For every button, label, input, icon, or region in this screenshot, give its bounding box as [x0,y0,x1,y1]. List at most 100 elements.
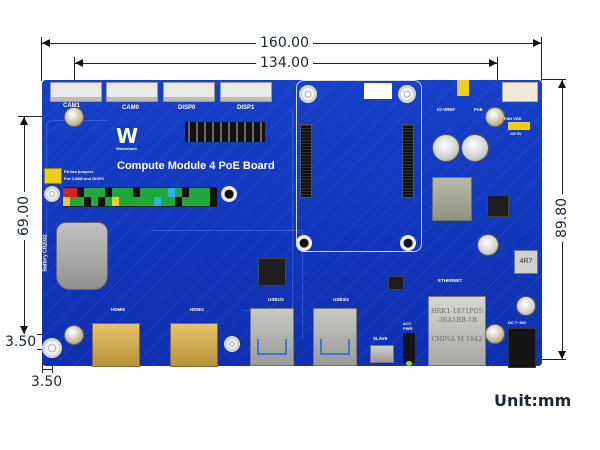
rj45-marking: -36A1BB-1R [436,316,478,324]
battery-holder [56,222,108,290]
poe-label: PoE [474,107,483,112]
pcb-trace [152,230,303,341]
usb12-label: USB1/2 [268,297,284,302]
gpio-pin [77,188,84,197]
gpio-pin [154,188,161,197]
usb34-port [313,308,357,366]
unit-label: Unit:mm [494,391,572,410]
mounting-screw [485,324,505,344]
cam0-connector [106,82,158,102]
gpio-pin [126,188,133,197]
gpio-pin [182,197,189,206]
slave-usb-port [370,345,394,363]
extension-line [26,349,50,350]
arrow-down-icon [558,351,566,359]
io-vref-label: IO-VREF [437,107,456,112]
dc-power-jack [508,328,536,368]
capacitor [461,134,489,162]
extension-line [541,37,542,81]
gpio-header [63,187,217,207]
extension-line [530,359,566,360]
dc-in-label: DC 7~36V [508,320,527,325]
gpio-pin [98,188,105,197]
arrow-right-icon [489,59,497,67]
gpio-pin [91,197,98,206]
hdmi0-port [92,323,140,367]
disp0-label: DISP0 [178,105,196,111]
jumper-note-1: Fit two jumpers [64,169,94,174]
fan-connector [502,82,538,102]
cm4-connector-b [402,124,414,198]
rj45-marking: CHINA M 1842 [431,335,483,343]
cam1-connector [50,82,102,102]
gpio-pin [112,197,119,206]
ethernet-label: ETHERNET [438,278,463,283]
gpio-pin [105,188,112,197]
inductor: 4R7 [514,250,538,274]
disp1-connector [220,82,272,102]
poe-transformer [432,177,472,221]
gpio-pin [112,188,119,197]
fan-vdd-jumper [508,122,530,130]
usb-hub-ic [258,258,286,286]
act-pwr-led [403,333,415,363]
gpio-pin [119,188,126,197]
waveshare-logo-icon: W [116,124,139,148]
hdmi0-label: HDMI0 [111,307,126,312]
cam1-label: CAM1 [63,103,81,109]
gpio-pin [119,197,126,206]
led-indicator [406,361,412,366]
gpio-pin [196,188,203,197]
gpio-pin [175,197,182,206]
gpio-pin [105,197,112,206]
gpio-pin [161,188,168,197]
fan-options-label: 12V 5V [510,132,522,136]
gpio-pin [161,197,168,206]
pin-header [185,122,265,142]
slave-label: SLAVE [373,336,388,341]
battery-label: Battery CR2032 [42,234,49,272]
jumper-block [44,168,62,184]
arrow-left-icon [75,59,83,67]
gpio-pin [203,188,210,197]
capacitor [516,296,536,316]
dimension-label-89-80: 89.80 [554,193,571,243]
gpio-pin [147,188,154,197]
gpio-pin [133,197,140,206]
arrow-right-icon [533,39,541,47]
brand-label: Waveshare [116,146,137,151]
rj45-marking: HRK1-1871PGS [430,307,484,315]
gpio-pin [98,197,105,206]
gpio-pin [196,197,203,206]
gpio-pin [84,197,91,206]
cam0-label: CAM0 [122,105,140,111]
gpio-pin [63,188,70,197]
dimension-label-160: 160.00 [256,35,313,51]
arrow-up-icon [558,80,566,88]
cm4-mounting-hole [398,85,416,103]
gpio-pin [70,197,77,206]
gpio-pin [203,197,210,206]
dimension-line [42,369,52,370]
usb12-port [250,308,294,366]
cm4-module-outline [296,80,422,252]
extension-line [542,79,566,80]
dimension-label-134: 134.00 [256,55,313,71]
dimension-label-offset-y: 3.50 [4,334,38,350]
gpio-pin [168,188,175,197]
capacitor [477,234,499,256]
fan-vdd-label: FAN VDD [504,116,522,121]
gpio-pin [210,188,217,197]
act-pwr-label: ACT PWR [403,321,413,331]
gpio-pin [210,197,217,206]
mounting-hole [224,336,240,352]
cm4-mounting-hole [299,85,317,103]
usb34-label: USB3/4 [333,297,349,302]
gpio-pin [140,188,147,197]
board-title: Compute Module 4 PoE Board [117,160,275,172]
io-vref-jumper [457,80,469,96]
cm4-mounting-hole [400,235,416,251]
hdmi1-port [170,323,218,367]
ethernet-port: HRK1-1871PGS -36A1BB-1R CHINA M 1842 [428,296,486,366]
dimension-label-69: 69.00 [16,191,33,241]
